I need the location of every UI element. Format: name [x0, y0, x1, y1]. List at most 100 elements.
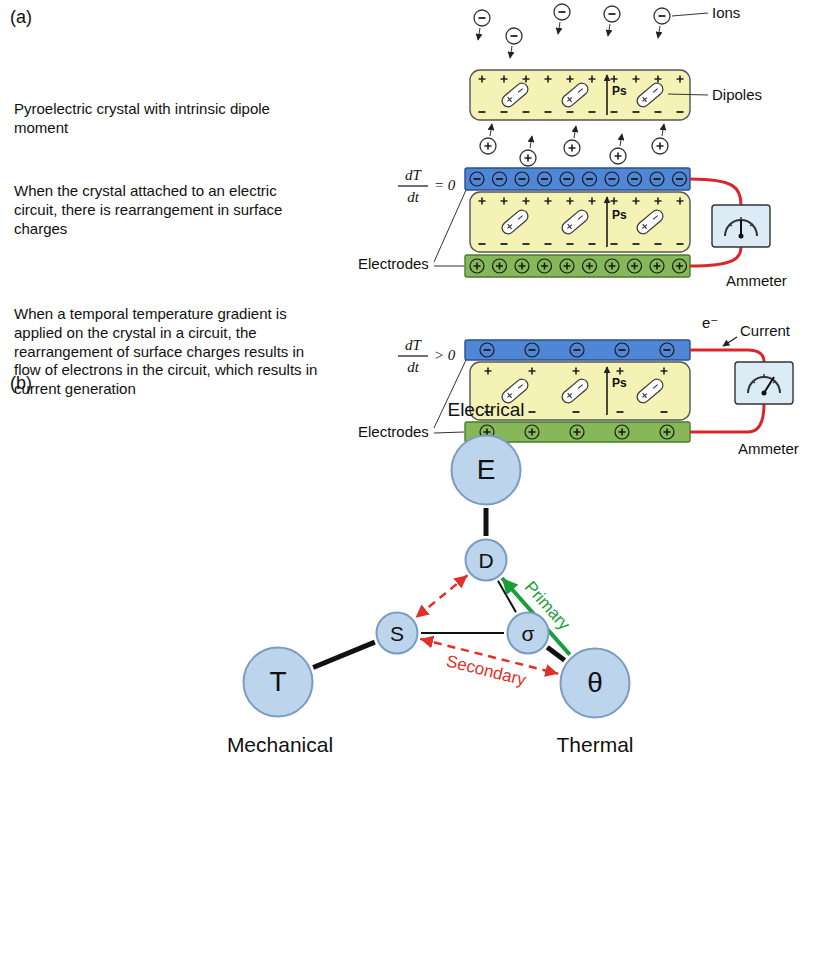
electrode-charge [525, 343, 539, 357]
dipole-body [560, 81, 591, 109]
dipole-signs [640, 86, 659, 103]
dipole-signs [640, 382, 659, 399]
minus-charge [659, 15, 666, 17]
electrode-charge [515, 259, 529, 273]
plus-charge [586, 263, 593, 270]
circuit-wire [690, 404, 764, 432]
part-label: (a) [10, 6, 32, 29]
minus-charge [589, 243, 596, 245]
minus-charge [664, 349, 671, 351]
plus-charge [655, 198, 662, 205]
dipole-symbol [635, 377, 666, 405]
plus-charge [617, 368, 624, 375]
minus-charge [609, 178, 616, 180]
circle-shape [466, 540, 507, 581]
description-text: Pyroelectric crystal with intrinsic dipo… [14, 100, 284, 138]
circle-shape [508, 613, 549, 654]
plus-charge [525, 155, 532, 162]
minus-charge [484, 349, 491, 351]
minus-charge [654, 178, 661, 180]
dipole-body [635, 377, 666, 405]
math-label: dt [395, 358, 431, 377]
plus-charge [479, 198, 486, 205]
part-label: Ps [612, 376, 627, 391]
state-circle: T [242, 646, 314, 718]
state-circle: E [450, 434, 522, 506]
minus-charge [529, 349, 536, 351]
minus-charge [677, 111, 684, 113]
plus-charge [611, 198, 618, 205]
plus-charge [545, 76, 552, 83]
minus-charge [574, 349, 581, 351]
leader-line [434, 190, 466, 262]
minus-charge [676, 178, 683, 180]
electrode-charge [570, 343, 584, 357]
part-label: Mechanical [227, 732, 333, 758]
electrode-charge [628, 259, 642, 273]
plus-charge [589, 198, 596, 205]
plus-charge [567, 76, 574, 83]
part-label: Ions [712, 4, 740, 23]
plus-charge [541, 263, 548, 270]
plus-charge [564, 263, 571, 270]
fraction-bar [398, 185, 428, 186]
plus-charge [661, 368, 668, 375]
minus-charge [541, 178, 548, 180]
minus-charge [631, 178, 638, 180]
plus-charge [655, 76, 662, 83]
plus-charge [501, 198, 508, 205]
node-symbol: S [390, 623, 404, 644]
minus-charge [519, 178, 526, 180]
ion-symbol [474, 10, 490, 26]
dipole-signs [565, 382, 584, 399]
circle-shape [561, 649, 630, 718]
minus-charge [501, 243, 508, 245]
plus-charge [529, 368, 536, 375]
ion-symbol [654, 8, 670, 24]
electrode-charge [583, 259, 597, 273]
dipole-symbol [560, 377, 591, 405]
polarization-arrow [606, 367, 608, 415]
electrode-charge [515, 172, 529, 186]
plus-charge [654, 263, 661, 270]
electrode-charge [605, 259, 619, 273]
minus-charge [529, 411, 536, 413]
minus-charge [586, 178, 593, 180]
plus-charge [574, 429, 581, 436]
minus-charge [655, 111, 662, 113]
part-label: Ammeter [726, 272, 787, 291]
electrode-charge [493, 172, 507, 186]
dipole-symbol [635, 81, 666, 109]
math-label: dt [395, 188, 431, 207]
plus-charge [589, 76, 596, 83]
electrode-charge [560, 259, 574, 273]
circuit-wire [690, 350, 764, 362]
plus-charge [523, 198, 530, 205]
plus-charge [545, 198, 552, 205]
dipole-body [560, 208, 591, 236]
description-text: When the crystal attached to an electric… [14, 182, 289, 238]
plus-charge [485, 143, 492, 150]
state-circle: S [375, 611, 419, 655]
ion-arrow [608, 24, 610, 36]
electrode-charge [673, 259, 687, 273]
math-label: = 0 [434, 176, 455, 195]
plus-charge [615, 153, 622, 160]
minus-charge [567, 111, 574, 113]
part-label: Ammeter [738, 440, 799, 459]
plus-charge [529, 429, 536, 436]
state-circle: θ [559, 647, 631, 719]
minus-charge [523, 111, 530, 113]
circle-shape [244, 648, 313, 717]
node-symbol: D [478, 550, 493, 571]
plus-charge [496, 263, 503, 270]
minus-charge [617, 411, 624, 413]
plus-charge [677, 198, 684, 205]
plus-charge [633, 198, 640, 205]
math-label: dT [395, 336, 431, 355]
polarization-arrow [606, 197, 608, 247]
polarization-arrow [606, 75, 608, 115]
